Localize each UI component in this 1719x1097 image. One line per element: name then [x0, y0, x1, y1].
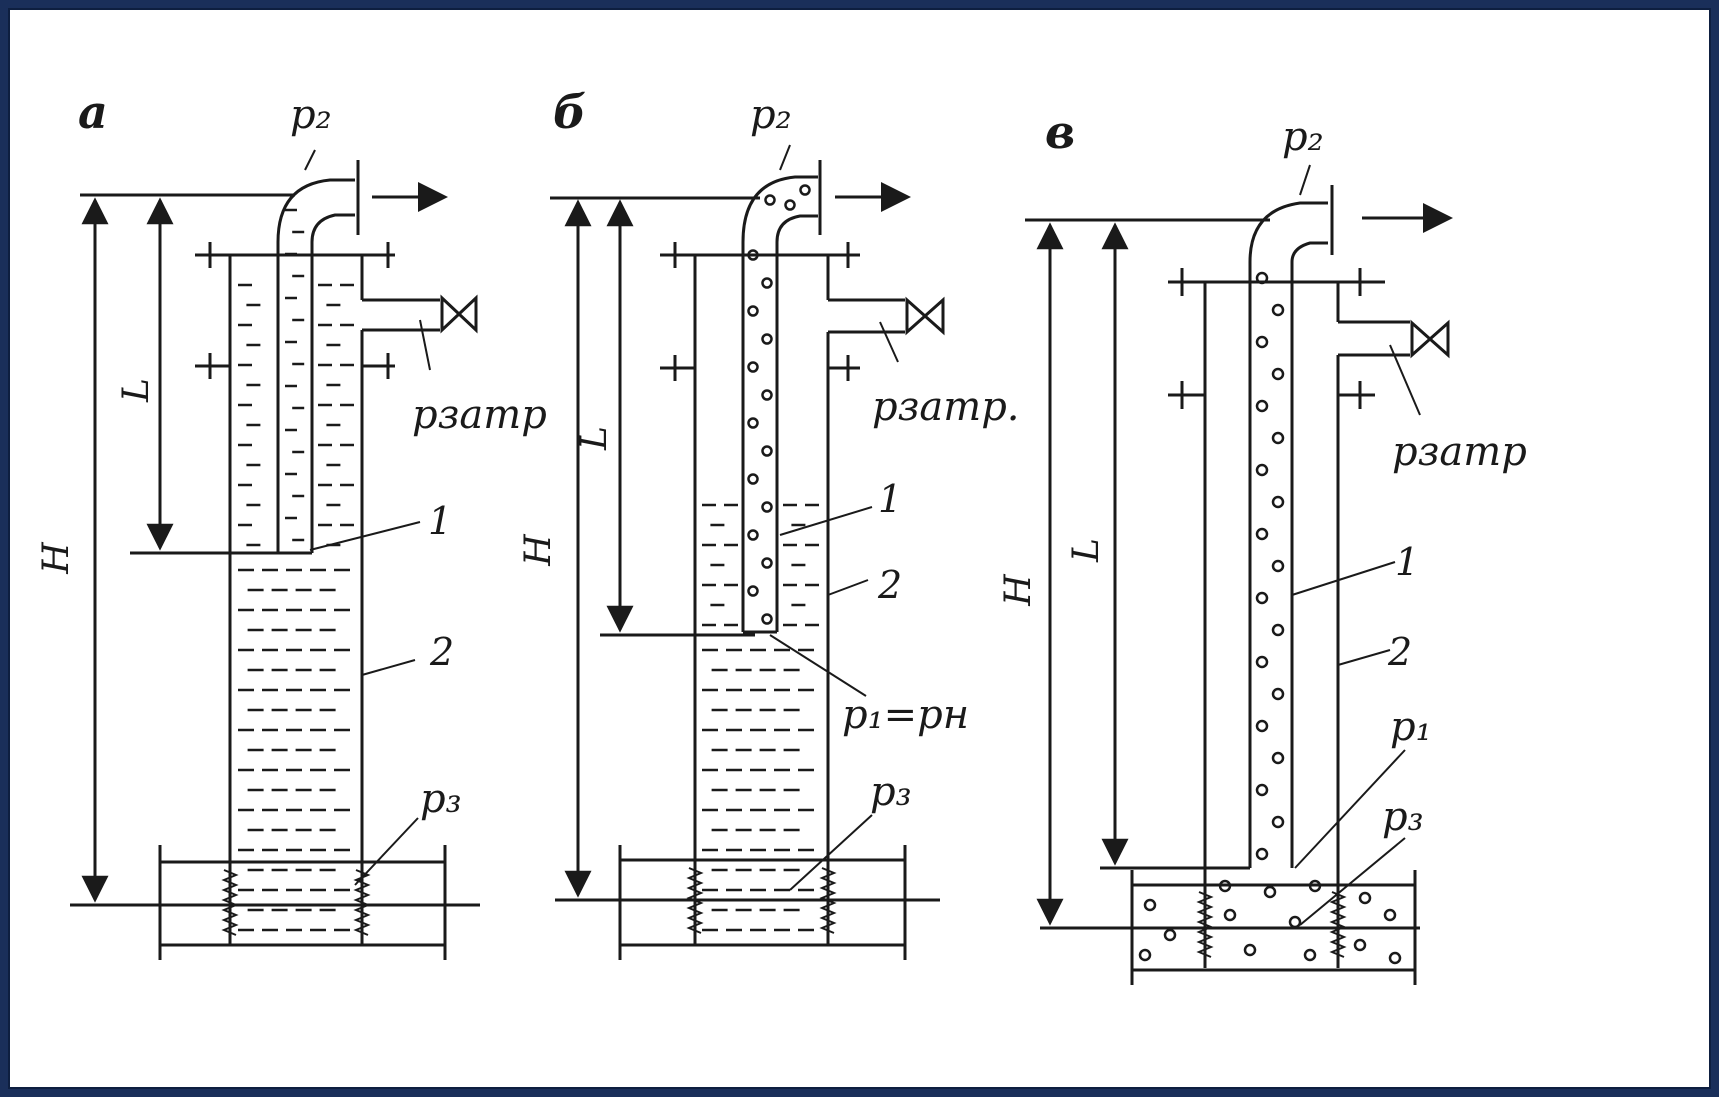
label-p-zatr: pзатр — [1392, 429, 1527, 475]
gas-bubble — [1243, 943, 1257, 957]
label-h: H — [518, 534, 559, 567]
gas-bubble — [1255, 783, 1269, 797]
label-tube-1: 1 — [428, 499, 452, 543]
gas-bubble — [747, 473, 759, 485]
gas-bubble — [747, 361, 759, 373]
gas-bubble — [1271, 367, 1285, 381]
label-p-zatr: pзатр. — [872, 384, 1020, 430]
gas-bubble — [1255, 655, 1269, 669]
gas-bubble — [1163, 928, 1177, 942]
gas-bubble — [761, 277, 773, 289]
label-p1: p₁ — [1390, 704, 1432, 750]
label-l: L — [1066, 538, 1107, 563]
gas-bubble — [761, 501, 773, 513]
label-p2: p₂ — [750, 92, 792, 138]
gas-bubble — [761, 389, 773, 401]
panel-b — [550, 144, 945, 960]
gas-bubble — [1271, 559, 1285, 573]
gas-bubble — [1218, 879, 1232, 893]
gas-bubble — [1271, 687, 1285, 701]
gas-bubble — [761, 333, 773, 345]
label-casing-2: 2 — [429, 630, 454, 674]
label-l: L — [116, 378, 157, 403]
gas-bubble — [1255, 335, 1269, 349]
valve-icon — [1410, 319, 1450, 359]
label-p3: p₃ — [870, 769, 912, 815]
gas-bubble — [1271, 303, 1285, 317]
gas-bubble — [747, 249, 759, 261]
gas-bubble — [1255, 847, 1269, 861]
gas-bubble — [1271, 495, 1285, 509]
gas-bubble — [1271, 431, 1285, 445]
gas-bubble — [1383, 908, 1397, 922]
gas-bubble — [1271, 815, 1285, 829]
label-tube-1: 1 — [878, 477, 902, 521]
gas-bubble — [784, 199, 796, 211]
label-p3: p₃ — [1382, 794, 1424, 840]
gas-bubble — [1143, 898, 1157, 912]
gas-bubble — [1255, 527, 1269, 541]
label-p3: p₃ — [420, 776, 462, 822]
panel-letter: в — [1045, 105, 1075, 159]
gas-bubbles-b — [747, 184, 811, 625]
gas-bubble — [747, 529, 759, 541]
gas-bubble — [1271, 623, 1285, 637]
gas-bubble — [1223, 908, 1237, 922]
label-h: H — [998, 574, 1039, 607]
gas-bubble — [747, 585, 759, 597]
valve-icon — [905, 296, 945, 336]
label-p1-equals-pn: p₁=pн — [842, 692, 969, 738]
gas-bubble — [747, 305, 759, 317]
gas-bubble — [1263, 885, 1277, 899]
gas-bubble — [761, 445, 773, 457]
label-p-zatr: pзатр — [412, 392, 547, 438]
gas-bubble — [1138, 948, 1152, 962]
label-p2: p₂ — [1282, 114, 1324, 160]
gas-bubble — [1388, 951, 1402, 965]
gas-bubble — [799, 184, 811, 196]
label-h: H — [36, 542, 77, 575]
label-tube-1: 1 — [1395, 540, 1419, 584]
label-casing-2: 2 — [877, 563, 902, 607]
gas-bubble — [1271, 751, 1285, 765]
gas-bubble — [1288, 915, 1302, 929]
gas-bubble — [1255, 271, 1269, 285]
panel-letter: б — [553, 85, 586, 139]
gas-bubble — [761, 557, 773, 569]
valve-icon — [440, 294, 478, 334]
liquid-fill-a — [238, 208, 354, 932]
gas-bubble — [1308, 879, 1322, 893]
label-l: L — [574, 426, 615, 451]
liquid-fill-b — [702, 503, 819, 932]
gas-bubble — [747, 417, 759, 429]
gas-bubble — [1255, 463, 1269, 477]
gas-bubble — [1303, 948, 1317, 962]
diagram-frame: a p₂ pзатр 1 2 p₃ H L б p₂ pзатр. 1 2 p₁… — [8, 8, 1711, 1089]
label-p2: p₂ — [290, 92, 332, 138]
gas-bubble — [764, 194, 776, 206]
label-casing-2: 2 — [1387, 630, 1412, 674]
gas-bubble — [1358, 891, 1372, 905]
panel-a — [70, 149, 480, 960]
well-lift-diagram: a p₂ pзатр 1 2 p₃ H L б p₂ pзатр. 1 2 p₁… — [36, 85, 1527, 985]
panel-v — [1025, 164, 1453, 985]
panel-letter: a — [78, 85, 108, 139]
gas-bubble — [1255, 719, 1269, 733]
gas-bubble — [1255, 591, 1269, 605]
gas-bubble — [1255, 399, 1269, 413]
gas-bubbles-v — [1138, 271, 1402, 965]
gas-bubble — [761, 613, 773, 625]
gas-bubble — [1353, 938, 1367, 952]
